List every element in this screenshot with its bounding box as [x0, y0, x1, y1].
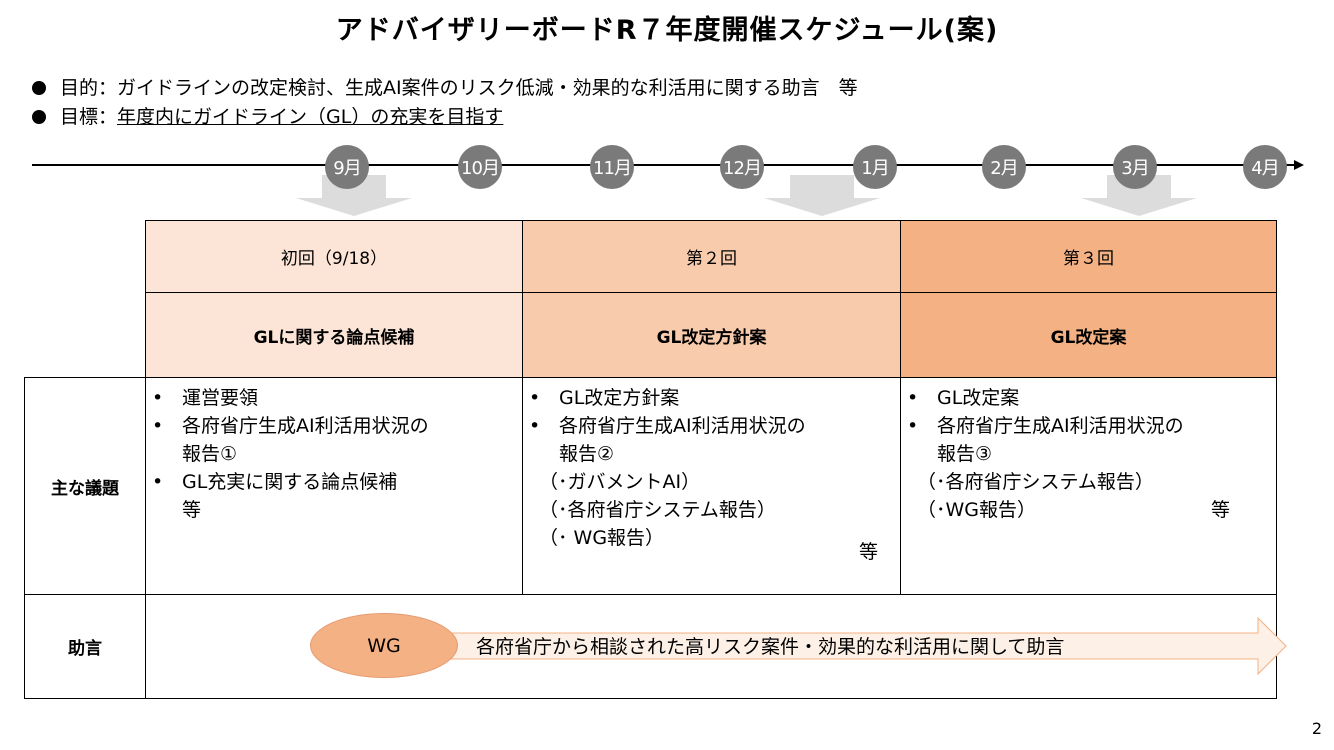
month-circle: 11月: [590, 145, 634, 189]
session3-topic: GL改定案: [900, 292, 1277, 378]
agenda-item: 各府省庁生成AI利活用状況の: [527, 412, 896, 440]
session3-agenda: GL改定案 各府省庁生成AI利活用状況の 報告③ （･各府省庁システム報告） （…: [900, 377, 1277, 595]
goal-line: 目標：年度内にガイドライン（GL）の充実を目指す: [32, 102, 503, 129]
page-title: アドバイザリーボードR７年度開催スケジュール(案): [335, 15, 999, 46]
session1-agenda: 運営要領 各府省庁生成AI利活用状況の 報告① GL充実に関する論点候補 等: [145, 377, 523, 595]
agenda-item: 各府省庁生成AI利活用状況の: [150, 412, 518, 440]
month-circle: 10月: [458, 145, 502, 189]
purpose-line: 目的：ガイドラインの改定検討、生成AI案件のリスク低減・効果的な利活用に関する助…: [32, 73, 858, 100]
session2-agenda: GL改定方針案 各府省庁生成AI利活用状況の 報告② （･ガバメントAI） （･…: [522, 377, 901, 595]
agenda-etc: 等: [1211, 499, 1231, 521]
purpose-text: ガイドラインの改定検討、生成AI案件のリスク低減・効果的な利活用に関する助言 等: [117, 77, 858, 99]
agenda-item-continuation: 報告②: [559, 443, 615, 465]
agenda-item-continuation: 報告①: [182, 443, 238, 465]
agenda-item: GL充実に関する論点候補: [150, 468, 518, 496]
wg-ellipse: WG: [310, 613, 458, 678]
timeline-arrowhead-icon: [1294, 160, 1304, 170]
session2-topic: GL改定方針案: [522, 292, 901, 378]
month-circle: 1月: [853, 145, 897, 189]
agenda-row-label: 主な議題: [24, 377, 146, 595]
session1-header: 初回（9/18）: [145, 220, 523, 293]
advice-arrow-text: 各府省庁から相談された高リスク案件・効果的な利活用に関して助言: [476, 636, 1065, 658]
down-arrow-session2-icon: [764, 175, 880, 216]
month-circle: 12月: [720, 145, 764, 189]
page-number: 2: [1311, 719, 1322, 738]
month-circle: 4月: [1243, 145, 1287, 189]
timeline-line: [32, 164, 1294, 166]
month-circle: 9月: [325, 145, 369, 189]
agenda-sub-item: （･ WG報告）: [539, 527, 665, 549]
agenda-sub-item: （･WG報告）: [917, 499, 1037, 521]
agenda-item: 各府省庁生成AI利活用状況の: [905, 412, 1272, 440]
bullet-dot-icon: [32, 110, 46, 124]
down-arrow-session1-icon: [296, 175, 412, 216]
timeline-down-arrows: [296, 175, 1197, 216]
agenda-etc: 等: [859, 541, 879, 563]
agenda-etc: 等: [182, 499, 202, 521]
goal-label: 目標：: [60, 106, 118, 128]
session3-header: 第３回: [900, 220, 1277, 293]
month-circle: 2月: [982, 145, 1026, 189]
bullet-dot-icon: [32, 81, 46, 95]
purpose-label: 目的：: [60, 77, 118, 99]
agenda-item: GL改定方針案: [527, 384, 896, 412]
session1-topic: GLに関する論点候補: [145, 292, 523, 378]
agenda-sub-item: （･ガバメントAI）: [539, 471, 701, 493]
month-circle: 3月: [1113, 145, 1157, 189]
advice-arrow-icon: [419, 616, 1287, 676]
wg-label: WG: [367, 634, 401, 657]
goal-text: 年度内にガイドライン（GL）の充実を目指す: [117, 106, 504, 128]
agenda-item-continuation: 報告③: [937, 443, 993, 465]
agenda-item: GL改定案: [905, 384, 1272, 412]
down-arrow-session3-icon: [1081, 175, 1197, 216]
agenda-sub-item: （･各府省庁システム報告）: [917, 471, 1154, 493]
session2-header: 第２回: [522, 220, 901, 293]
agenda-sub-item: （･各府省庁システム報告）: [539, 499, 776, 521]
agenda-item: 運営要領: [150, 384, 518, 412]
